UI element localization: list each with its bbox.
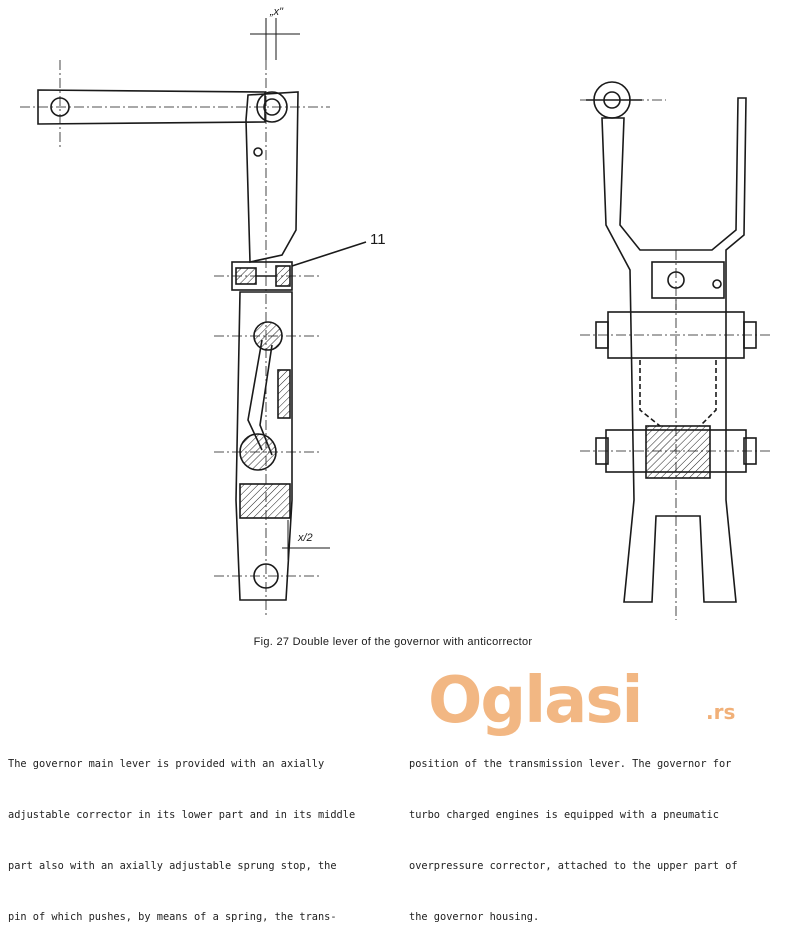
text-line: position of the transmission lever. The … [409, 758, 732, 770]
text-line: overpressure corrector, attached to the … [409, 860, 738, 872]
watermark-suffix: .rs [706, 700, 736, 724]
governor-lever-drawing [20, 18, 770, 620]
watermark-logo: Oglasi [428, 664, 643, 738]
text-line: the governor housing. [409, 911, 540, 923]
lower-body [235, 291, 293, 601]
right-upper-block [651, 261, 725, 299]
text-line: pin of which pushes, by means of a sprin… [8, 911, 337, 923]
part-number-label: 11 [370, 231, 386, 248]
text-line: turbo charged engines is equipped with a… [409, 809, 719, 821]
figure-caption: Fig. 27 Double lever of the governor wit… [253, 636, 533, 648]
technical-drawing [20, 18, 770, 620]
text-line: part also with an axially adjustable spr… [8, 860, 337, 872]
text-line: The governor main lever is provided with… [8, 758, 325, 770]
text-line: adjustable corrector in its lower part a… [8, 809, 356, 821]
dimension-x-label: „x" [270, 6, 284, 18]
upper-arm [245, 91, 299, 263]
text-column-right: position of the transmission lever. The … [409, 722, 738, 943]
right-body [601, 97, 747, 603]
top-lever-arm [37, 89, 266, 125]
dimension-x-half-label: x/2 [298, 532, 313, 544]
text-column-left: The governor main lever is provided with… [8, 722, 355, 943]
